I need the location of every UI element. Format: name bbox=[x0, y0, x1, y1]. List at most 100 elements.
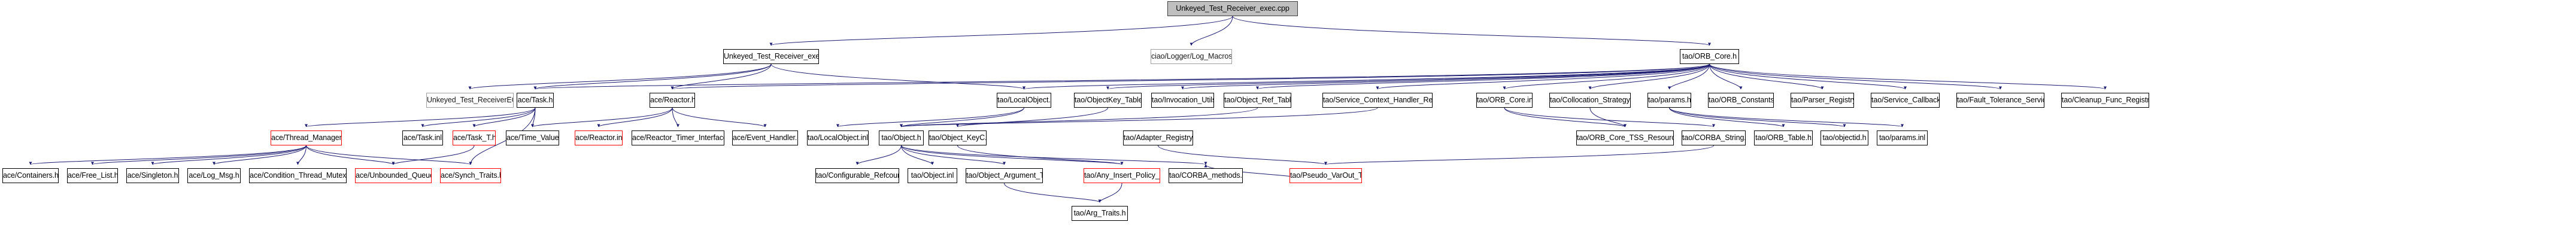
graph-edge bbox=[1232, 16, 1711, 46]
graph-node[interactable]: Unkeyed_Test_ReceiverEC.h bbox=[426, 93, 514, 108]
graph-edge bbox=[1181, 63, 1710, 90]
graph-node[interactable]: ace/Reactor.h bbox=[650, 93, 695, 108]
graph-node[interactable]: ace/Task.h bbox=[517, 93, 554, 108]
graph-edge bbox=[1588, 63, 1710, 90]
graph-edge bbox=[672, 107, 767, 127]
graph-node[interactable]: tao/Object.inl bbox=[908, 168, 957, 183]
graph-edge bbox=[671, 63, 1710, 90]
graph-node[interactable]: ace/Time_Value.h bbox=[506, 130, 559, 145]
graph-node[interactable]: tao/params.inl bbox=[1877, 130, 1928, 145]
graph-edge bbox=[901, 145, 1207, 165]
graph-node[interactable]: tao/Parser_Registry.h bbox=[1791, 93, 1854, 108]
graph-edge bbox=[296, 145, 307, 165]
graph-node[interactable]: ace/Log_Msg.h bbox=[187, 168, 241, 183]
graph-node[interactable]: tao/Any_Insert_Policy_T.h bbox=[1084, 168, 1160, 183]
graph-node[interactable]: tao/Configurable_Refcount.h bbox=[815, 168, 899, 183]
graph-edge bbox=[392, 145, 475, 165]
graph-edge bbox=[770, 63, 1025, 90]
graph-edge bbox=[1324, 145, 1714, 165]
graph-edge bbox=[1709, 63, 1907, 90]
graph-node[interactable]: tao/ORB_Core.inl bbox=[1476, 93, 1533, 108]
graph-node[interactable]: ace/Reactor_Timer_Interface.h bbox=[632, 130, 724, 145]
graph-edge bbox=[531, 107, 673, 127]
graph-edge bbox=[956, 107, 1108, 127]
graph-node[interactable]: Unkeyed_Test_Receiver_exec.h bbox=[723, 49, 819, 64]
graph-edge bbox=[1669, 107, 1904, 127]
graph-node[interactable]: tao/Object_KeyC.h bbox=[929, 130, 987, 145]
graph-edge bbox=[1668, 63, 1710, 90]
graph-node[interactable]: tao/LocalObject.h bbox=[997, 93, 1051, 108]
graph-node[interactable]: ace/Task.inl bbox=[402, 130, 443, 145]
graph-edge bbox=[468, 63, 772, 90]
graph-node[interactable]: ciao/Logger/Log_Macros.h bbox=[1151, 49, 1232, 64]
graph-edge bbox=[900, 107, 1378, 127]
graph-node[interactable]: ace/Thread_Manager.h bbox=[271, 130, 342, 145]
graph-node[interactable]: tao/Fault_Tolerance_Service.h bbox=[1956, 93, 2044, 108]
graph-edge bbox=[901, 145, 1124, 165]
graph-edge bbox=[1158, 145, 1327, 165]
graph-edge bbox=[1669, 107, 1846, 127]
graph-node[interactable]: tao/ObjectKey_Table.h bbox=[1074, 93, 1142, 108]
graph-edge bbox=[531, 107, 536, 127]
graph-node[interactable]: ace/Task_T.h bbox=[453, 130, 496, 145]
graph-node[interactable]: tao/CORBA_methods.h bbox=[1169, 168, 1243, 183]
graph-node[interactable]: tao/ORB_Table.h bbox=[1754, 130, 1813, 145]
graph-edge bbox=[305, 107, 536, 127]
graph-node[interactable]: ace/Synch_Traits.h bbox=[440, 168, 501, 183]
graph-node[interactable]: ace/Containers.h bbox=[2, 168, 59, 183]
graph-node[interactable]: ace/Event_Handler.h bbox=[732, 130, 798, 145]
graph-node[interactable]: tao/Cleanup_Func_Registry.h bbox=[2061, 93, 2149, 108]
graph-node[interactable]: tao/Object_Argument_T.h bbox=[966, 168, 1043, 183]
graph-node[interactable]: ace/Reactor.inl bbox=[575, 130, 623, 145]
graph-edge bbox=[901, 145, 934, 165]
graph-edge bbox=[29, 145, 307, 165]
graph-edge bbox=[1709, 63, 2107, 90]
graph-edge bbox=[1106, 63, 1710, 90]
graph-edge bbox=[472, 107, 536, 127]
graph-edge bbox=[1504, 107, 1627, 127]
graph-edge bbox=[91, 145, 307, 165]
graph-node[interactable]: tao/Arg_Traits.h bbox=[1072, 206, 1128, 221]
graph-edge bbox=[1022, 63, 1710, 90]
graph-edge bbox=[1256, 63, 1710, 90]
graph-edge bbox=[1004, 183, 1102, 203]
graph-node[interactable]: tao/Object.h bbox=[879, 130, 924, 145]
graph-node[interactable]: tao/LocalObject.inl bbox=[807, 130, 869, 145]
graph-edge bbox=[1709, 63, 2002, 90]
graph-node[interactable]: tao/Invocation_Utils.h bbox=[1151, 93, 1214, 108]
graph-edge bbox=[670, 63, 772, 90]
graph-node[interactable]: tao/objectid.h bbox=[1821, 130, 1868, 145]
graph-node[interactable]: ace/Unbounded_Queue.h bbox=[355, 168, 432, 183]
graph-node[interactable]: tao/Adapter_Registry.h bbox=[1123, 130, 1193, 145]
graph-node[interactable]: tao/ORB_Core.h bbox=[1680, 49, 1739, 64]
graph-edge bbox=[306, 145, 395, 165]
graph-edge bbox=[151, 145, 307, 165]
graph-node[interactable]: tao/Object_Ref_Table.h bbox=[1224, 93, 1291, 108]
graph-node-root[interactable]: Unkeyed_Test_Receiver_exec.cpp bbox=[1167, 1, 1298, 16]
graph-node[interactable]: tao/ORB_Constants.h bbox=[1708, 93, 1774, 108]
graph-node[interactable]: tao/CORBA_String.h bbox=[1682, 130, 1746, 145]
graph-node[interactable]: tao/Service_Context_Handler_Registry.h bbox=[1322, 93, 1433, 108]
graph-edge bbox=[306, 145, 472, 165]
graph-edge bbox=[1503, 63, 1710, 90]
graph-edge bbox=[533, 63, 772, 90]
graph-edge bbox=[900, 107, 1258, 127]
graph-edge bbox=[1709, 63, 1824, 90]
graph-node[interactable]: tao/ORB_Core_TSS_Resources.h bbox=[1576, 130, 1674, 145]
graph-edge bbox=[1589, 107, 1627, 127]
graph-edge bbox=[957, 145, 1124, 165]
graph-node[interactable]: tao/Collocation_Strategy.h bbox=[1549, 93, 1631, 108]
graph-edge bbox=[1190, 16, 1233, 46]
graph-node[interactable]: ace/Singleton.h bbox=[126, 168, 179, 183]
graph-edge bbox=[421, 107, 536, 127]
graph-edge bbox=[769, 16, 1233, 46]
graph-edge bbox=[1504, 107, 1715, 127]
graph-node[interactable]: ace/Condition_Thread_Mutex.h bbox=[249, 168, 347, 183]
graph-node[interactable]: ace/Free_List.h bbox=[67, 168, 118, 183]
graph-node[interactable]: tao/Pseudo_VarOut_T.h bbox=[1289, 168, 1362, 183]
graph-edge bbox=[534, 63, 1710, 90]
graph-node[interactable]: tao/params.h bbox=[1647, 93, 1691, 108]
graph-node[interactable]: tao/Service_Callbacks.h bbox=[1871, 93, 1940, 108]
